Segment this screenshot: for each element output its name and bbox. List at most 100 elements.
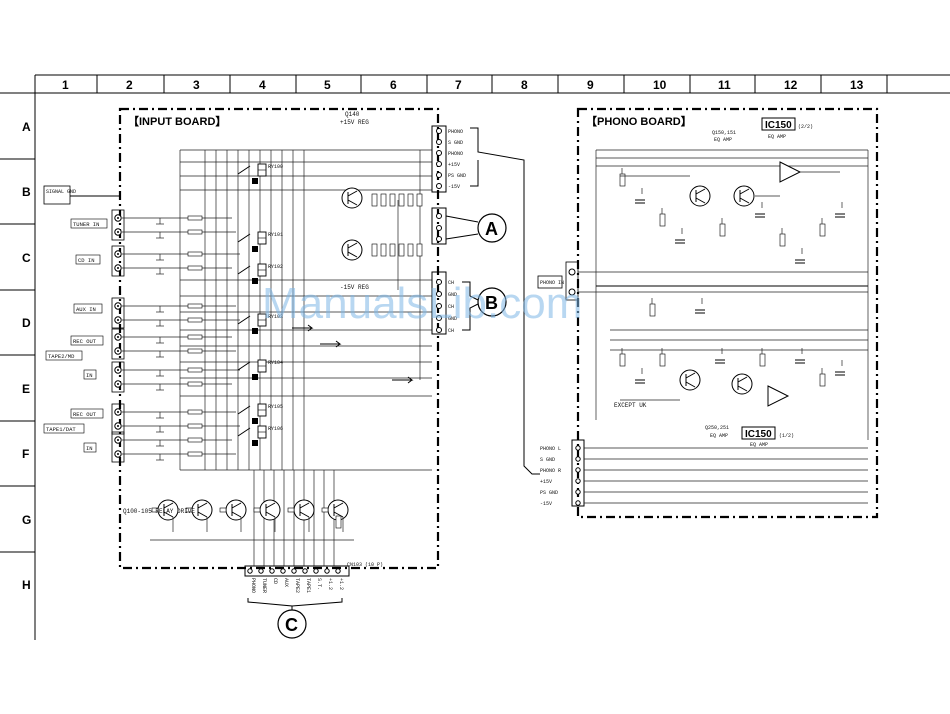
connector-pin-label: GND [448,292,457,298]
relay-label: RY100 [268,164,283,170]
relay-label: RY106 [268,426,283,432]
phono-cn-pin-label: PHONO L [540,446,561,452]
connector-pin [436,139,442,145]
reg-bottom-label: -15V REG [340,284,369,291]
column-label: 5 [324,78,331,92]
connector-pin [436,279,442,285]
input-board-title: 【INPUT BOARD】 [128,115,226,128]
cn103-pin [269,568,275,574]
row-label: A [22,120,31,134]
cn103-pin [258,568,264,574]
phono-board-title: 【PHONO BOARD】 [586,115,692,128]
grid-frame [0,74,950,640]
row-label: G [22,513,31,527]
relay-drive-transistors [150,499,354,541]
column-label: 7 [455,78,462,92]
resistor [619,173,626,187]
connector-c: C [277,609,307,639]
regulator-transistor [341,239,363,261]
connector-pin-label: CH [448,328,454,334]
phono-cn-pin-label: +15V [540,479,552,485]
input-traces [122,149,432,566]
cn103-pin-label: CD [272,578,278,584]
column-label: 8 [521,78,528,92]
connector-pin-label: GND [448,316,457,322]
cn103-pin [247,568,253,574]
resistor [819,223,826,237]
row-label: H [22,578,31,592]
resistor [649,303,656,317]
cn103-pin [302,568,308,574]
phono-cn-pin [575,456,581,462]
ic150-bottom-label: IC150 [745,429,772,440]
relay-label: RY104 [268,360,283,366]
phono-board-outline [576,107,879,519]
reg-top-label: Q140 [345,111,360,118]
connector-pin [436,150,442,156]
cn103-pin [324,568,330,574]
jack-label: AUX IN [76,306,96,313]
phono-cn-pin-label: S GND [540,457,555,463]
reg-top-sub: +15V REG [340,119,369,126]
jack-label: TUNER IN [73,221,99,228]
q250-label: Q250,251 [705,425,729,431]
cn103-pin [335,568,341,574]
cn103-pin-label: TUNER [261,578,267,593]
jack-label: IN [86,445,93,452]
row-label: F [22,447,29,461]
relay-drive-label: Q100-105 RELAY DRIVE [123,508,195,515]
phono-cn-pin [575,489,581,495]
resistor [819,373,826,387]
row-label: D [22,316,31,330]
op-amp [779,161,802,183]
ic150-top-box [761,117,796,131]
connector-pin-label: PHONO [448,129,463,135]
eq-transistor [689,185,711,207]
except-uk-label: EXCEPT UK [614,402,647,409]
regulator-transistor [341,187,363,209]
svg-text:PHONO IN: PHONO IN [540,280,564,286]
column-label: 10 [653,78,667,92]
cn103-pin [313,568,319,574]
cn-mid-connector: CH GND CH GND CH [431,271,457,335]
relay-label: RY103 [268,314,283,320]
column-label: 13 [850,78,864,92]
connector-pin-label: PS GND [448,173,466,179]
column-label: 6 [390,78,397,92]
connector-pin-label: PHONO [448,151,463,157]
cn103-pin-label: TAPE1 [305,578,311,593]
cn103-pin-label: TAPE2 [294,578,300,593]
column-label: 12 [784,78,798,92]
connector-pin [436,291,442,297]
connector-pin-label: CH [448,304,454,310]
ic150-top-part: (2/2) [798,124,813,130]
ic150-top-label: IC150 [765,120,792,131]
svg-text:C: C [285,615,298,635]
op-amp [767,385,790,407]
connector-pin [436,315,442,321]
phono-cn-pin [575,478,581,484]
cn103-pin-label: S.T. [316,578,322,590]
cn103-pin-label: +1.2 [338,578,344,590]
ic150-top-sub: EQ AMP [768,134,786,140]
cn-a-connector [431,207,447,245]
signal-gnd-box [43,185,71,205]
cn103-pin-label: AUX [283,578,289,587]
phono-cn-pin [575,500,581,506]
connector-pin-label: CH [448,280,454,286]
eq-transistor [733,185,755,207]
phono-in-jack: PHONO IN [537,261,579,301]
jack-label: IN [86,372,93,379]
relay-label: RY102 [268,264,283,270]
watermark: ManualsLib.com [262,279,582,328]
jack-label: TAPE1/DAT [46,426,76,433]
connector-pin [436,161,442,167]
svg-text:A: A [485,219,498,239]
